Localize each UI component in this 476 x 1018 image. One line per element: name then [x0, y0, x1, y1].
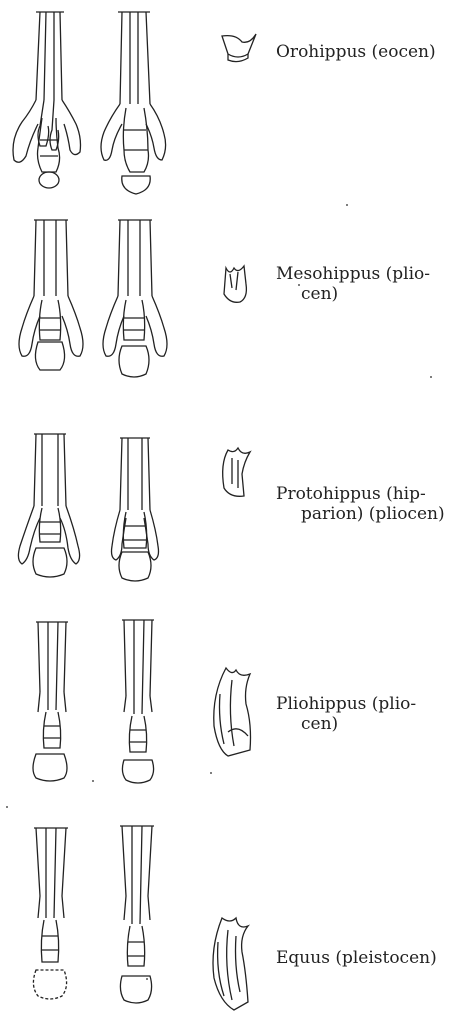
orohippus-tooth-drawing: [218, 30, 260, 66]
speck: [210, 772, 212, 774]
row-protohippus: Protohippus (hip- parion) (pliocen): [0, 400, 476, 600]
row-equus: Equus (pleistocen): [0, 800, 476, 1018]
speck: [298, 284, 300, 286]
speck: [146, 978, 148, 980]
row-pliohippus: Pliohippus (plio- cen): [0, 600, 476, 800]
genus-label-equus: Equus (pleistocen): [276, 948, 437, 968]
row-orohippus: Orohippus (eocen): [0, 0, 476, 200]
row-mesohippus: Mesohippus (plio- cen): [0, 200, 476, 400]
speck: [92, 780, 94, 782]
speck: [6, 806, 8, 808]
mesohippus-feet-drawing: [0, 200, 210, 400]
speck: [430, 376, 432, 378]
pliohippus-feet-drawing: [0, 600, 210, 800]
speck: [346, 204, 348, 206]
genus-label-orohippus: Orohippus (eocen): [276, 42, 436, 62]
equus-tooth-drawing: [206, 912, 256, 1014]
protohippus-feet-drawing: [0, 400, 210, 600]
orohippus-feet-drawing: [0, 0, 210, 200]
mesohippus-tooth-drawing: [220, 264, 250, 308]
genus-label-protohippus: Protohippus (hip- parion) (pliocen): [276, 484, 445, 524]
equus-feet-drawing: [0, 800, 210, 1018]
protohippus-tooth-drawing: [218, 444, 254, 504]
genus-label-pliohippus: Pliohippus (plio- cen): [276, 694, 416, 734]
pliohippus-tooth-drawing: [206, 664, 258, 760]
